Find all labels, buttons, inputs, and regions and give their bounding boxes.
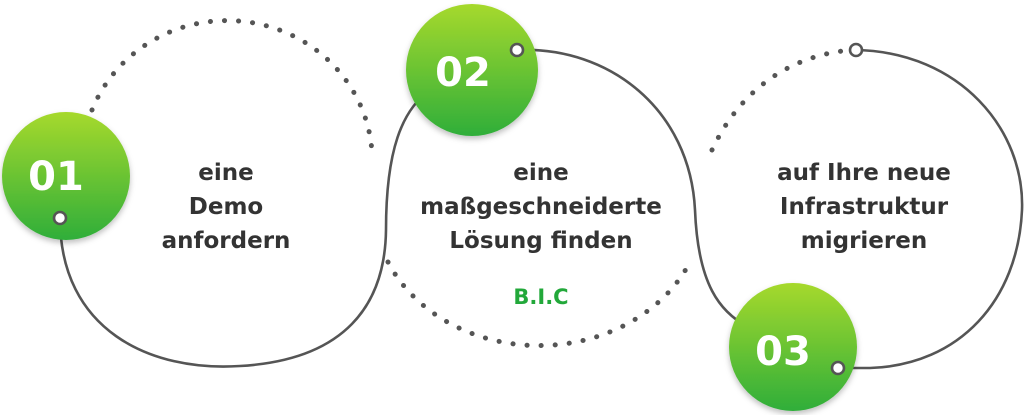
step-number-02: 02 — [435, 50, 491, 96]
circle-2-solid-arc — [516, 48, 749, 329]
step-3-line-3: migrieren — [800, 228, 928, 254]
step-1-text: eine Demo anfordern — [162, 156, 291, 258]
step-1-line-2: Demo — [188, 194, 264, 220]
step-badge-01 — [2, 112, 130, 240]
brand-label: B.I.C — [513, 285, 569, 309]
step-badge-03 — [729, 283, 857, 411]
step-badge-02 — [406, 4, 538, 136]
endpoint-ring-3 — [848, 42, 864, 58]
endpoint-ring-badge-1 — [52, 210, 68, 226]
step-2-line-1: eine — [513, 160, 569, 186]
endpoint-ring-badge-2 — [509, 42, 525, 58]
circle-2-dotted-arc — [385, 259, 693, 349]
step-1-line-3: anfordern — [161, 228, 291, 254]
step-number-03: 03 — [755, 329, 811, 375]
step-2-line-3: Lösung finden — [449, 228, 633, 254]
circle-1-dotted-arc — [89, 18, 375, 156]
step-2-line-2: maßgeschneiderte — [420, 194, 662, 220]
endpoint-ring-badge-3 — [830, 360, 846, 376]
circle-1-solid-arc — [58, 88, 431, 368]
step-3-text: auf Ihre neue Infrastruktur migrieren — [777, 156, 951, 258]
step-3-line-2: Infrastruktur — [779, 194, 949, 220]
step-3-line-1: auf Ihre neue — [777, 160, 951, 186]
step-1-line-1: eine — [198, 160, 254, 186]
step-number-01: 01 — [28, 154, 84, 200]
circle-3-dotted-arc — [709, 47, 855, 153]
circle-3-solid-arc — [838, 48, 1024, 370]
step-2-text: eine maßgeschneiderte Lösung finden — [420, 156, 662, 258]
